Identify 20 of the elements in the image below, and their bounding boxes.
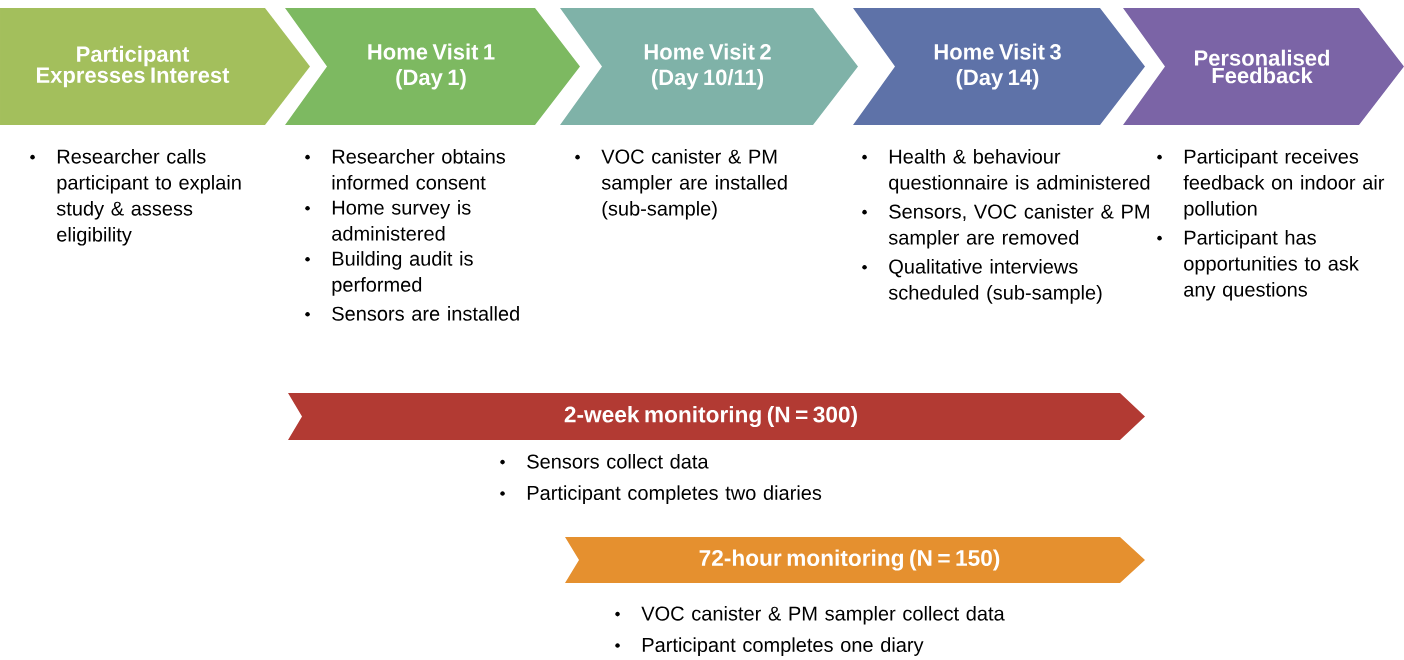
process-step: Participant Expresses Interest (0, 8, 310, 125)
bullet-item: Participant completes one diary (615, 637, 924, 656)
bullet-item: VOC canister & PM sampler collect data (615, 605, 1005, 625)
bullet-item: Sensors, VOC canister & PM sampler are removed (862, 204, 1149, 249)
bullet-item: Health & behaviour questionnaire is administered (862, 148, 1150, 194)
bullet-item: Participant receives feedback on indoor air pollution (1157, 148, 1385, 220)
bullet-item: Qualitative interviews scheduled (sub-sample) (862, 259, 1102, 304)
process-step: Home Visit 2 (Day 10/11) (560, 8, 858, 125)
bullet-item: Participant completes two diaries (500, 485, 822, 504)
process-step: Home Visit 3 (Day 14) (853, 8, 1145, 125)
bullet-item: Researcher obtains informed consent (305, 148, 506, 190)
bullet-item: Building audit is performed (305, 251, 473, 296)
bullet-item: VOC canister & PM sampler are installed (sub-sample) (575, 148, 787, 220)
bullet-item: Participant has opportunities to ask any questions (1157, 230, 1359, 301)
process-step: Home Visit 1 (Day 1) (285, 8, 580, 125)
bullet-item: Sensors are installed (305, 306, 519, 321)
bullet-item: Home survey is administered (305, 200, 471, 241)
process-step: Personalised Feedback (1123, 8, 1404, 125)
bullet-item: Researcher calls participant to explain study & assess eligibility (30, 148, 241, 246)
bullet-item: Sensors collect data (500, 453, 709, 469)
